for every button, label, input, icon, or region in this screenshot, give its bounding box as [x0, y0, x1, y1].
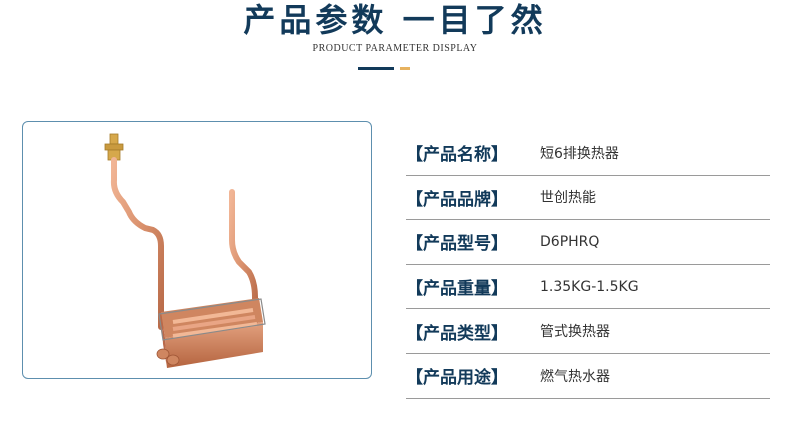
param-value: 管式换热器 — [540, 324, 610, 341]
page-title: 产品参数 一目了然 — [243, 1, 547, 39]
param-row-weight: 【产品重量】 1.35KG-1.5KG — [406, 265, 770, 310]
param-value: 燃气热水器 — [540, 368, 610, 385]
param-label: 【产品品牌】 — [406, 189, 508, 210]
param-row-name: 【产品名称】 短6排换热器 — [406, 131, 770, 176]
exchanger-box — [156, 298, 266, 368]
product-image-frame — [22, 121, 372, 379]
left-pipe — [110, 157, 164, 330]
param-label: 【产品用途】 — [406, 368, 508, 389]
title-accent-dot — [400, 67, 410, 70]
param-label: 【产品重量】 — [406, 279, 508, 300]
right-pipe — [229, 189, 258, 325]
heat-exchanger-illustration — [104, 133, 266, 368]
param-row-usage: 【产品用途】 燃气热水器 — [406, 354, 770, 399]
page-subtitle: PRODUCT PARAMETER DISPLAY — [312, 43, 478, 54]
param-label: 【产品名称】 — [406, 145, 508, 166]
param-row-type: 【产品类型】 管式换热器 — [406, 309, 770, 354]
title-accent-bar — [358, 67, 394, 70]
param-value: D6PHRQ — [540, 233, 600, 250]
param-label: 【产品型号】 — [406, 234, 508, 255]
param-value: 1.35KG-1.5KG — [540, 278, 639, 295]
param-row-brand: 【产品品牌】 世创热能 — [406, 176, 770, 221]
parameter-list: 【产品名称】 短6排换热器 【产品品牌】 世创热能 【产品型号】 D6PHRQ … — [406, 131, 770, 399]
param-row-model: 【产品型号】 D6PHRQ — [406, 220, 770, 265]
brass-fitting — [104, 133, 124, 161]
param-label: 【产品类型】 — [406, 323, 508, 344]
param-value: 世创热能 — [540, 190, 596, 207]
param-value: 短6排换热器 — [540, 145, 619, 162]
